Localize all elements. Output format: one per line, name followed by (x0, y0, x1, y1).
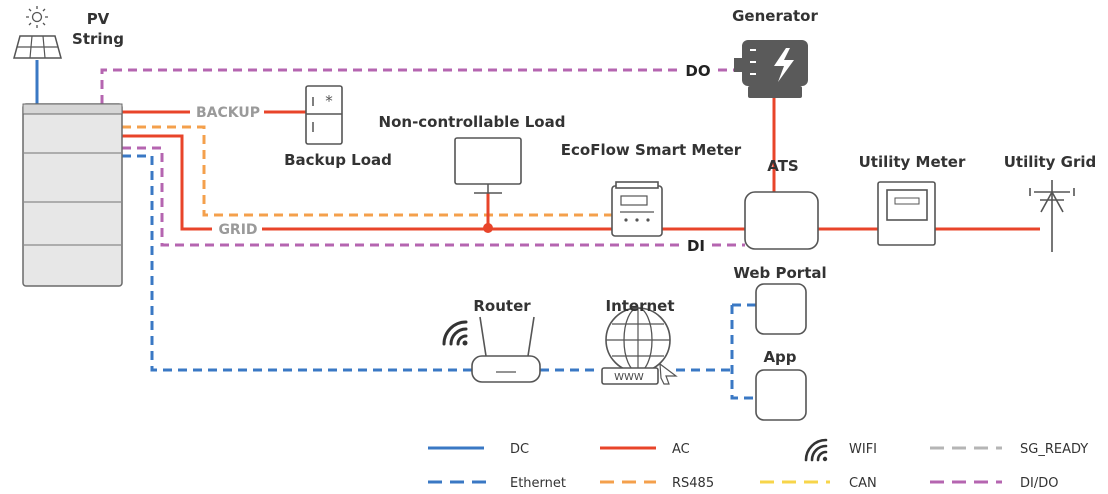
di-label: DI (687, 237, 705, 255)
web-portal-label: Web Portal (733, 264, 826, 282)
web-portal-box (755, 283, 807, 335)
utility-meter-label: Utility Meter (859, 153, 966, 171)
router-icon (471, 316, 541, 383)
legend-ethernet-text: Ethernet (510, 476, 566, 491)
www-label: WWW (614, 372, 644, 383)
rs485-wire (122, 125, 612, 217)
ac-junction-dot (483, 223, 493, 233)
wifi-icon (442, 320, 468, 346)
legend-can-text: CAN (849, 476, 877, 491)
globe-icon (601, 307, 678, 385)
legend-rs485-text: RS485 (672, 476, 714, 491)
fridge-icon: * (305, 85, 343, 145)
ethernet-wire (122, 154, 756, 400)
smart-meter-icon (611, 181, 663, 237)
app-label: App (763, 348, 796, 366)
smart-meter-label: EcoFlow Smart Meter (561, 141, 742, 159)
grid-wire-label: GRID (218, 222, 257, 238)
non-controllable-load-label: Non-controllable Load (379, 113, 566, 131)
backup-wire-label: BACKUP (196, 105, 260, 121)
legend-wifi-text: WIFI (849, 442, 877, 457)
legend-wifi-icon (804, 438, 828, 462)
legend-ac-text: AC (672, 442, 690, 457)
pv-label-2: String (72, 30, 124, 48)
backup-load-label: Backup Load (284, 151, 392, 169)
solar-panel-icon (13, 35, 62, 59)
router-label: Router (473, 297, 531, 315)
app-box (755, 369, 807, 421)
generator-icon (734, 40, 808, 98)
utility-meter-icon (877, 181, 936, 246)
di-wire (122, 146, 745, 247)
legend-dc-text: DC (510, 442, 529, 457)
ats-box (744, 191, 819, 250)
svg-text:*: * (325, 92, 333, 110)
sun-icon (26, 6, 48, 28)
legend: DC AC WIFI SG_READY Ethernet RS485 CAN D… (428, 438, 1088, 491)
ac-grid-wire (122, 134, 1040, 231)
do-label: DO (685, 62, 710, 80)
legend-dido-text: DI/DO (1020, 476, 1058, 491)
battery-stack (22, 103, 123, 287)
ats-label: ATS (767, 157, 798, 175)
legend-sgready-text: SG_READY (1020, 442, 1088, 457)
do-wire (100, 68, 740, 104)
generator-label: Generator (732, 7, 818, 25)
monitor-icon (454, 137, 522, 194)
internet-label: Internet (605, 297, 674, 315)
utility-pole-icon (1029, 180, 1075, 252)
pv-label-1: PV (87, 10, 110, 28)
utility-grid-label: Utility Grid (1004, 153, 1097, 171)
